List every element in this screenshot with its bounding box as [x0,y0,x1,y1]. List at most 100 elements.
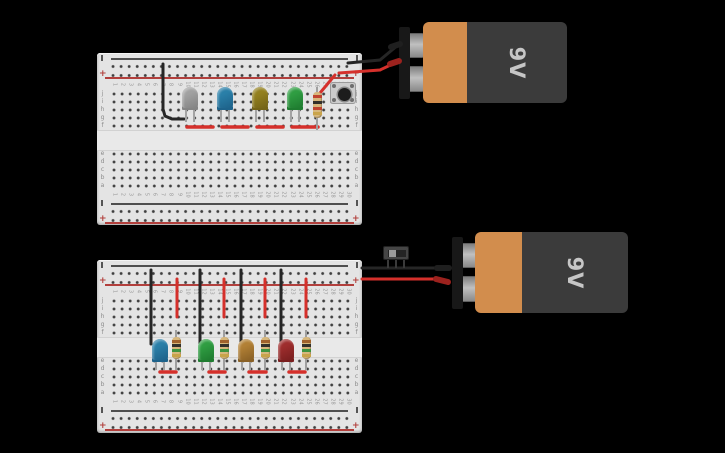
resistor[interactable] [171,330,181,370]
resistor-band [260,354,270,357]
button-pin [332,84,336,88]
battery-body [467,22,567,103]
led-dome [217,87,233,108]
plus-mark: + [352,69,360,79]
minus-mark [356,407,358,413]
led-leg [220,107,222,122]
led-leg [289,359,291,370]
row-letter: j [355,90,358,97]
minus-mark [356,262,358,268]
minus-mark [101,262,103,268]
row-letter: i [355,305,358,312]
resistor-band [312,101,322,104]
resistor-body [171,337,181,359]
led-leg [209,359,211,370]
switch-knob[interactable] [389,250,396,257]
row-letter: e [354,357,359,364]
led-base [287,106,303,110]
row-letter: i [355,98,358,105]
button-cap [337,87,351,101]
resistor-band [171,340,181,343]
minus-mark [101,407,103,413]
positive-rail-line [105,429,354,431]
wire-black[interactable] [161,62,186,121]
led-red[interactable] [278,339,294,370]
negative-rail-line [111,265,348,267]
resistor-band [312,107,322,110]
led-leg [290,107,292,122]
led-leg [185,107,187,122]
resistor-band [301,349,311,352]
plus-mark: + [352,421,360,431]
row-letter: b [100,174,105,181]
switch-pin [387,260,389,268]
wire-black[interactable] [346,43,400,65]
row-letter: g [354,321,359,328]
led-leg [263,107,265,122]
led-base [278,358,294,362]
positive-rail-line [105,77,354,79]
row-letter: i [101,305,104,312]
positive-rail-line [105,222,354,224]
led-base [217,106,233,110]
led-leg [249,359,251,370]
pushbutton[interactable] [330,82,356,104]
led-green[interactable] [198,339,214,370]
black-connector[interactable] [388,41,403,50]
resistor[interactable] [260,330,270,370]
led-leg [228,107,230,122]
led-white[interactable] [182,87,198,122]
led-blue[interactable] [152,339,168,370]
resistor-band [312,112,322,115]
plus-mark: + [99,421,107,431]
battery-stripe [475,232,522,313]
battery-body [522,232,628,313]
row-letter: c [354,166,359,173]
resistor[interactable] [312,87,322,130]
led-dome [252,87,268,108]
led-leg [201,359,203,370]
led-base [182,106,198,110]
led-blue[interactable] [217,87,233,122]
row-letter: d [354,158,359,165]
resistor-band [260,349,270,352]
row-letter: a [100,389,105,396]
resistor[interactable] [301,330,311,370]
terminal-holes [110,151,352,191]
resistor-band [301,344,311,347]
rail-holes [109,268,350,284]
row-letter: j [101,297,104,304]
plus-mark: + [99,69,107,79]
row-letter: j [355,297,358,304]
minus-mark [356,55,358,61]
resistor-band [301,340,311,343]
red-connector[interactable] [387,58,402,67]
led-leg [155,359,157,370]
battery-connector-strip [452,237,463,309]
led-dome [182,87,198,108]
resistor-body [312,92,322,118]
row-letter: j [101,90,104,97]
plus-mark: + [352,276,360,286]
resistor[interactable] [219,330,229,370]
resistor-band [312,95,322,98]
row-letter: e [100,357,105,364]
slide-switch[interactable] [383,246,409,268]
resistor-body [301,337,311,359]
positive-rail-line [105,284,354,286]
row-letter: f [101,122,104,129]
led-amber[interactable] [238,339,254,370]
led-green[interactable] [287,87,303,122]
row-letter: h [354,313,359,320]
led-dome [152,339,168,360]
row-letter: c [100,373,105,380]
battery-9v[interactable]: 9V [399,22,567,103]
led-yellow[interactable] [252,87,268,122]
red-connector[interactable] [433,276,451,285]
battery-9v[interactable]: 9V [452,232,628,313]
row-letter: h [354,106,359,113]
resistor-band [219,349,229,352]
